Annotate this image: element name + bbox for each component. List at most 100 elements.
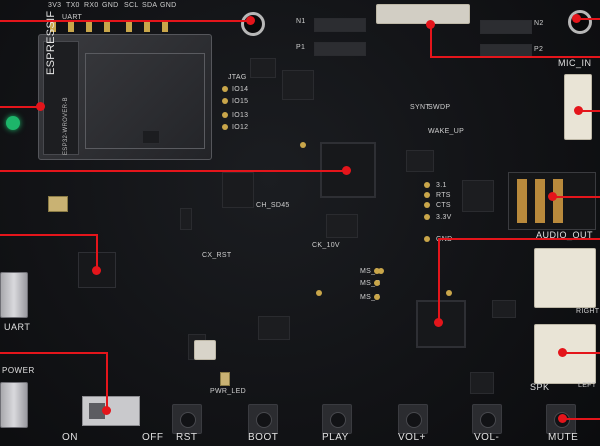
smd-component (142, 130, 160, 144)
jtag-pad (222, 124, 228, 130)
pwr-led (220, 372, 230, 386)
io12-label: IO12 (232, 124, 249, 131)
boot-button[interactable] (248, 404, 278, 434)
callout-line (562, 418, 600, 420)
callout-line (0, 170, 346, 172)
mid-label-rts: RTS (436, 192, 451, 199)
mute-button[interactable] (546, 404, 576, 434)
callout-dot (548, 192, 557, 201)
jack-contact (553, 179, 563, 223)
mounting-hole (568, 10, 592, 34)
smd-component (492, 300, 516, 318)
callout-dot (434, 318, 443, 327)
esp32-module: ESPRESSIF ESP32-WROVER-B (38, 11, 212, 160)
callout-line (430, 56, 600, 58)
callout-line (438, 238, 440, 322)
rst-button[interactable] (172, 404, 202, 434)
smd-component (282, 70, 314, 100)
jumper-p1 (314, 42, 366, 56)
smd-component (250, 58, 276, 78)
jtag-label: JTAG (228, 74, 247, 81)
io15-label: IO15 (232, 98, 249, 105)
callout-dot (574, 106, 583, 115)
uart-pad (424, 192, 430, 198)
boot-label: BOOT (248, 432, 279, 443)
status-led (6, 116, 20, 130)
header-pin (50, 22, 56, 32)
spk-label: SPK (530, 382, 550, 392)
dp-label: DP (440, 104, 451, 111)
jtag-pad (222, 86, 228, 92)
header-label-gnd-2: GND (160, 2, 177, 9)
vol-plus-button[interactable] (398, 404, 428, 434)
power-label: POWER (2, 366, 35, 375)
callout-line (0, 106, 40, 108)
header-label-tx0: TX0 (66, 2, 80, 9)
uart-pad (424, 202, 430, 208)
vol-minus-button[interactable] (472, 404, 502, 434)
smd-component (180, 208, 192, 230)
pwr-led-label: PWR_LED (210, 388, 246, 395)
smd-component (258, 316, 290, 340)
ms-pad (374, 280, 380, 286)
smd-component (48, 196, 68, 212)
synt-label: SYNT (410, 104, 430, 111)
header-label-rx0: RX0 (84, 2, 99, 9)
n2-label: N2 (534, 20, 544, 27)
header-pin (144, 22, 150, 32)
speaker-right-connector (534, 248, 596, 308)
ms-pad (374, 268, 380, 274)
header-pin (162, 22, 168, 32)
jack-contact (535, 179, 545, 223)
left-label: LEFT (578, 382, 597, 389)
ms-pad (374, 294, 380, 300)
ch-sd45-label: CH_SD45 (256, 202, 290, 209)
right-label: RIGHT (576, 308, 600, 315)
audio-out-label: AUDIO_OUT (536, 230, 594, 240)
vol-plus-label: VOL+ (398, 432, 426, 443)
uart-pad (424, 214, 430, 220)
p2-label: P2 (534, 46, 544, 53)
header-pin (68, 22, 74, 32)
usb-uart-port (0, 272, 28, 318)
audio-out-jack (508, 172, 596, 230)
button-cap (480, 412, 496, 428)
io14-label: IO14 (232, 86, 249, 93)
callout-line (578, 110, 600, 112)
play-button[interactable] (322, 404, 352, 434)
uart-pad (424, 236, 430, 242)
callout-line (106, 352, 108, 410)
rst-label: RST (176, 432, 198, 443)
ms-r-label: MS_R (360, 280, 381, 287)
jtag-pad (222, 112, 228, 118)
callout-line (430, 24, 432, 58)
jumper-n2 (480, 20, 532, 34)
header-label-sda: SDA (142, 2, 158, 9)
sw-label: SW (428, 104, 440, 111)
small-connector (194, 340, 216, 360)
switch-knob (89, 403, 105, 419)
fpc-connector (376, 4, 470, 24)
mid-label-3v3: 3.3V (436, 214, 452, 221)
smd-component (326, 214, 358, 238)
callout-dot (558, 414, 567, 423)
button-cap (180, 412, 196, 428)
header-pin (86, 22, 92, 32)
callout-dot (342, 166, 351, 175)
uart-bottom-label: UART (4, 322, 31, 332)
jack-contact (517, 179, 527, 223)
smd-component (462, 180, 494, 212)
antenna-area (43, 41, 79, 155)
test-pad (446, 290, 452, 296)
power-switch[interactable] (82, 396, 140, 426)
uart-pad (424, 182, 430, 188)
smd-component (470, 372, 494, 394)
callout-line (438, 238, 600, 240)
callout-line (0, 234, 98, 236)
button-cap (256, 412, 272, 428)
header-label-gnd: GND (102, 2, 119, 9)
uart-top-label: UART (62, 14, 83, 21)
mid-label-cts: CTS (436, 202, 451, 209)
header-pin (104, 22, 110, 32)
cx-rst-label: CX_RST (202, 252, 232, 259)
